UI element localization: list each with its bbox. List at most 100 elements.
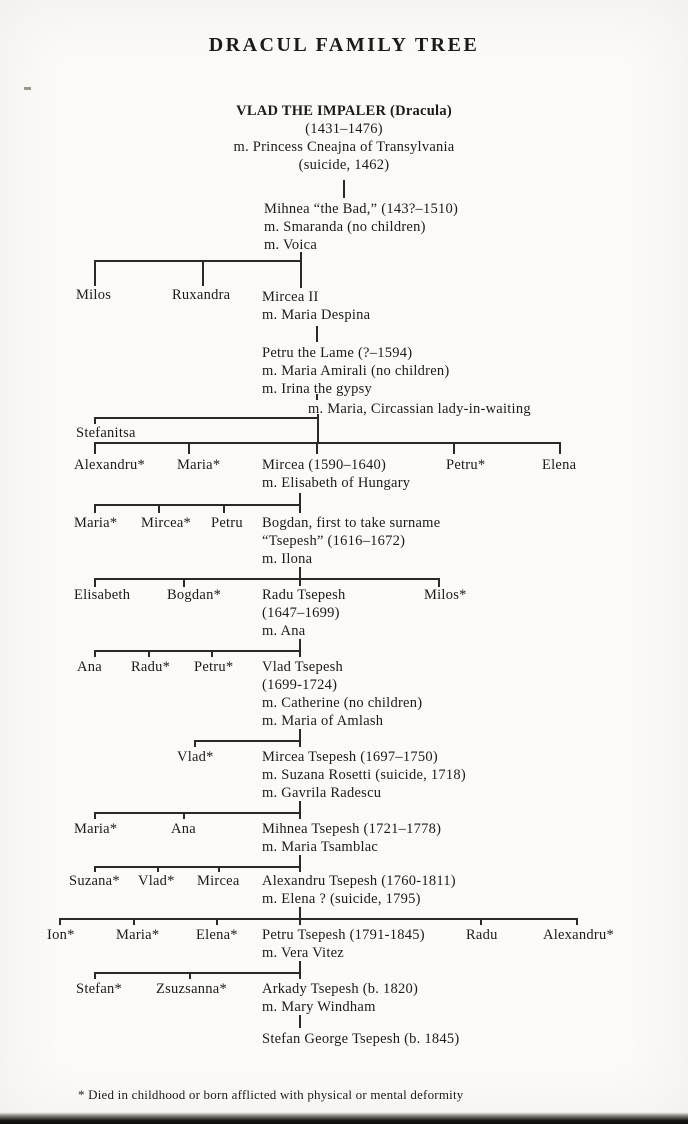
node-maria-circassian: m. Maria, Circassian lady-in-waiting xyxy=(308,401,531,417)
node-vlad-3: Vlad* xyxy=(138,873,175,889)
connector-drop-radu-2 xyxy=(148,650,150,657)
connector-mihnea-stem xyxy=(300,252,302,260)
connector-drop-bogdan xyxy=(299,504,301,513)
connector-gen6-bracket xyxy=(94,578,440,580)
node-ruxandra: Ruxandra xyxy=(172,287,231,303)
node-ana-2: Ana xyxy=(171,821,196,837)
node-mircea-tsepesh: Mircea Tsepesh (1697–1750) m. Suzana Ros… xyxy=(262,749,466,801)
node-stefan: Stefan* xyxy=(76,981,123,997)
connector-drop-maria-1 xyxy=(188,442,190,454)
connector-drop-elisabeth xyxy=(94,578,96,587)
connector-drop-mircea-1590 xyxy=(316,442,318,454)
connector-mircea-ii-to-petru-lame xyxy=(316,326,318,342)
connector-drop-ion xyxy=(59,918,61,925)
connector-drop-maria-2 xyxy=(94,504,96,513)
connector-gen2-bracket xyxy=(94,260,302,262)
node-maria-4: Maria* xyxy=(116,927,160,943)
connector-drop-mircea-tsepesh xyxy=(299,740,301,747)
connector-gen12-bracket xyxy=(94,972,301,974)
connector-drop-petru-tsepesh xyxy=(299,918,301,925)
node-ana-1: Ana xyxy=(77,659,102,675)
node-petru-tsepesh: Petru Tsepesh (1791-1845) m. Vera Vitez xyxy=(262,927,425,961)
connector-gen7-bracket xyxy=(94,650,301,652)
node-alexandru-tsepesh: Alexandru Tsepesh (1760-1811) m. Elena ?… xyxy=(262,873,456,907)
node-petru-the-lame: Petru the Lame (?–1594) m. Maria Amirali… xyxy=(262,345,450,397)
node-mihnea-the-bad: Mihnea “the Bad,” (143?–1510) m. Smarand… xyxy=(264,201,459,253)
node-bogdan-2: Bogdan* xyxy=(167,587,222,603)
node-alexandru-2: Alexandru* xyxy=(543,927,614,943)
connector-drop-petru-2 xyxy=(223,504,225,513)
node-maria-1: Maria* xyxy=(177,457,221,473)
node-elisabeth: Elisabeth xyxy=(74,587,131,603)
connector-bogdan-stem xyxy=(299,567,301,578)
connector-petru-tsepesh-stem xyxy=(299,961,301,972)
node-zsuzsanna: Zsuzsanna* xyxy=(156,981,227,997)
connector-drop-bogdan-2 xyxy=(183,578,185,587)
node-petru-1: Petru* xyxy=(446,457,486,473)
node-maria-2: Maria* xyxy=(74,515,118,531)
node-suzana: Suzana* xyxy=(69,873,120,889)
connector-drop-zsuzsanna xyxy=(189,972,191,979)
connector-drop-maria-4 xyxy=(133,918,135,925)
scan-edge-bar xyxy=(0,1112,688,1124)
node-petru-3: Petru* xyxy=(194,659,234,675)
connector-drop-mihnea-tsepesh xyxy=(299,812,301,819)
connector-drop-milos xyxy=(94,260,96,286)
connector-drop-alexandru-1 xyxy=(94,442,96,454)
connector-drop-radu-tsepesh xyxy=(299,578,301,586)
node-vlad-the-impaler: VLAD THE IMPALER (Dracula) xyxy=(236,103,452,119)
connector-gen9-bracket xyxy=(94,812,301,814)
footnote: * Died in childhood or born afflicted wi… xyxy=(78,1087,464,1102)
connector-drop-vlad-3 xyxy=(157,866,159,872)
connector-arkady-to-stefan-george xyxy=(299,1015,301,1028)
node-milos-2: Milos* xyxy=(424,587,467,603)
connector-drop-petru-1 xyxy=(453,442,455,454)
node-mihnea-tsepesh: Mihnea Tsepesh (1721–1778) m. Maria Tsam… xyxy=(262,821,442,855)
connector-drop-petru-3 xyxy=(211,650,213,657)
connector-stefanitsa-bracket xyxy=(94,417,318,419)
node-elena-2: Elena* xyxy=(196,927,238,943)
node-stefanitsa: Stefanitsa xyxy=(76,425,136,441)
connector-maria-circassian-stem xyxy=(317,414,319,442)
connector-drop-arkady xyxy=(299,972,301,979)
connector-gen8-bracket xyxy=(194,740,301,742)
connector-drop-ana-1 xyxy=(94,650,96,657)
node-petru-2: Petru xyxy=(211,515,243,531)
connector-drop-suzana xyxy=(94,866,96,872)
node-alexandru-1: Alexandru* xyxy=(74,457,145,473)
connector-drop-stefanitsa xyxy=(94,417,96,424)
node-vlad-2: Vlad* xyxy=(177,749,214,765)
node-mircea-2: Mircea* xyxy=(141,515,192,531)
connector-gen4-bracket xyxy=(94,442,561,444)
connector-drop-mircea-2 xyxy=(158,504,160,513)
node-elena-1: Elena xyxy=(542,457,577,473)
node-radu-2: Radu* xyxy=(131,659,171,675)
connector-drop-milos-2 xyxy=(438,578,440,587)
connector-mihnea-tsepesh-stem xyxy=(299,855,301,866)
connector-drop-mircea-3 xyxy=(218,866,220,872)
node-milos: Milos xyxy=(76,287,112,303)
connector-mircea-tsepesh-stem xyxy=(299,801,301,812)
connector-drop-ruxandra xyxy=(202,260,204,286)
connector-petru-lame-stem xyxy=(316,394,318,400)
connector-gen10-bracket xyxy=(94,866,301,868)
connector-gen11-bracket xyxy=(59,918,578,920)
node-ion: Ion* xyxy=(47,927,75,943)
connector-drop-alexandru-tsepesh xyxy=(299,866,301,872)
node-mircea-3: Mircea xyxy=(197,873,240,889)
node-arkady-tsepesh: Arkady Tsepesh (b. 1820) m. Mary Windham xyxy=(262,981,419,1015)
node-radu-3: Radu xyxy=(466,927,498,943)
connector-drop-elena-1 xyxy=(559,442,561,454)
connector-drop-elena-2 xyxy=(216,918,218,925)
connector-drop-mircea-ii xyxy=(300,260,302,288)
node-vlad-the-impaler-details: (1431–1476) m. Princess Cneajna of Trans… xyxy=(233,121,455,173)
connector-drop-vlad-2 xyxy=(194,740,196,747)
scan-artifact-dash xyxy=(24,87,31,90)
connector-alexandru-tsepesh-stem xyxy=(299,907,301,918)
connector-mircea-1590-stem xyxy=(299,493,301,504)
node-mircea-1590: Mircea (1590–1640) m. Elisabeth of Hunga… xyxy=(262,457,411,491)
connector-drop-vlad-tsepesh xyxy=(299,650,301,657)
node-vlad-tsepesh: Vlad Tsepesh (1699-1724) m. Catherine (n… xyxy=(262,659,423,729)
node-stefan-george-tsepesh: Stefan George Tsepesh (b. 1845) xyxy=(262,1031,460,1047)
